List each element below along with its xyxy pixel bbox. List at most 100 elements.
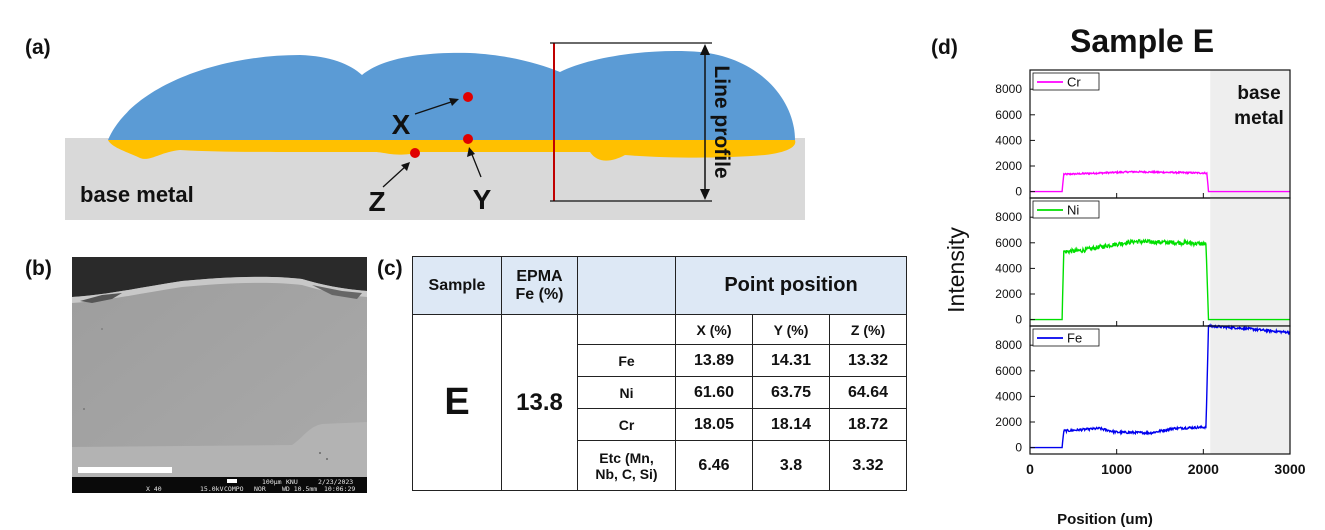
row-element-ni: Ni [577, 376, 676, 409]
panel-a-label: (a) [25, 36, 51, 59]
y-tick-label-ni: 4000 [995, 261, 1022, 275]
header-epma-line1: EPMA [516, 267, 563, 285]
sem-voltage-text: 15.0kV [200, 485, 224, 493]
cell-cr-z: 18.72 [829, 408, 907, 441]
sem-info-bar: 100μm KNU 2/23/2023 X 40 15.0kV COMPO NO… [72, 477, 367, 493]
y-tick-label-ni: 0 [1015, 313, 1022, 327]
subheader-z: Z (%) [829, 314, 907, 345]
panel-d-label: (d) [931, 36, 958, 59]
y-tick-label-fe: 2000 [995, 415, 1022, 429]
cladding-layer [108, 51, 795, 140]
panel-c-label: (c) [377, 257, 403, 280]
arrow-y-head [467, 147, 475, 157]
x-tick-label: 1000 [1101, 461, 1132, 477]
y-tick-label-fe: 6000 [995, 364, 1022, 378]
header-epma: EPMA Fe (%) [501, 256, 578, 315]
row-element-etc: Etc (Mn, Nb, C, Si) [577, 440, 676, 491]
y-tick-label-fe: 4000 [995, 389, 1022, 403]
subheader-y: Y (%) [752, 314, 830, 345]
header-sample: Sample [412, 256, 502, 315]
row-element-cr: Cr [577, 408, 676, 441]
y-tick-label-ni: 6000 [995, 236, 1022, 250]
y-tick-label-cr: 0 [1015, 185, 1022, 199]
row-element-etc-line1: Etc (Mn, [599, 449, 654, 466]
cell-etc-z: 3.32 [829, 440, 907, 491]
x-tick-label: 2000 [1188, 461, 1219, 477]
panel-frame-fe [1029, 325, 1291, 455]
series-line-cr [1030, 169, 1290, 193]
legend-box-fe [1032, 328, 1100, 347]
profile-arrow-up [700, 44, 710, 55]
table-row: Ni 61.60 63.75 64.64 [413, 376, 907, 409]
x-tick-label: 3000 [1274, 461, 1305, 477]
sem-nor-text: NOR [254, 485, 266, 493]
cell-fe-z: 13.32 [829, 344, 907, 377]
epma-fe-value: 13.8 [501, 314, 578, 491]
cell-etc-y: 3.8 [752, 440, 830, 491]
y-tick-label-fe: 8000 [995, 338, 1022, 352]
x-tick-label: 0 [1026, 461, 1034, 477]
sem-wd-text: WD 10.5mm [282, 485, 318, 493]
subheader-x: X (%) [675, 314, 753, 345]
header-epma-line2: Fe (%) [515, 285, 564, 303]
cell-fe-x: 13.89 [675, 344, 753, 377]
base-metal-shade-fe [1210, 326, 1290, 454]
cell-ni-x: 61.60 [675, 376, 753, 409]
legend-label-ni: Ni [1067, 203, 1079, 218]
point-z-marker [410, 148, 420, 158]
y-tick-label-ni: 2000 [995, 287, 1022, 301]
base-metal-line1: base [1237, 83, 1280, 104]
sem-time-text: 10:06:29 [324, 485, 356, 493]
legend-label-fe: Fe [1067, 331, 1082, 346]
scale-bar [78, 467, 172, 473]
point-y-marker [463, 134, 473, 144]
line-profile-chart: Sample E Intensity Position (um) 0200040… [943, 23, 1306, 528]
arrow-y [470, 151, 482, 178]
cell-ni-z: 64.64 [829, 376, 907, 409]
point-x-marker [463, 92, 473, 102]
x-axis-label: Position (um) [1057, 511, 1153, 528]
y-tick-label-fe: 0 [1015, 441, 1022, 455]
sem-date-text: 2/23/2023 [318, 478, 354, 486]
arrow-x-head [449, 98, 459, 106]
y-tick-label-cr: 6000 [995, 108, 1022, 122]
arrow-x [414, 100, 455, 115]
sem-mode-text: COMPO [224, 485, 244, 493]
table-header-row: Sample EPMA Fe (%) Point position [412, 256, 907, 315]
line-profile-label: Line profile [710, 65, 733, 178]
cell-ni-y: 63.75 [752, 376, 830, 409]
sample-value: E [412, 314, 502, 491]
header-point-position: Point position [675, 256, 907, 315]
profile-arrow-down [700, 189, 710, 200]
subheader-empty [577, 314, 676, 345]
point-x-label: X [392, 109, 411, 140]
legend-box-ni [1032, 200, 1100, 219]
y-tick-label-cr: 4000 [995, 133, 1022, 147]
sem-org-text: KNU [286, 478, 298, 486]
legend-box-cr [1032, 72, 1100, 91]
cell-cr-y: 18.14 [752, 408, 830, 441]
y-axis-label: Intensity [943, 227, 969, 313]
arrow-z-head [401, 162, 410, 171]
arrow-z [382, 165, 407, 188]
y-tick-label-cr: 8000 [995, 82, 1022, 96]
row-element-fe: Fe [577, 344, 676, 377]
sem-micrograph: 100μm KNU 2/23/2023 X 40 15.0kV COMPO NO… [72, 257, 367, 493]
base-metal-shade-ni [1210, 198, 1290, 326]
header-element-empty [577, 256, 676, 315]
base-metal-line2: metal [1234, 108, 1284, 129]
sem-magnification-text: X 40 [146, 485, 162, 493]
row-element-etc-line2: Nb, C, Si) [595, 465, 658, 482]
table-row: Etc (Mn, Nb, C, Si) 6.46 3.8 3.32 [413, 440, 907, 491]
table-subheader-row: E 13.8 X (%) Y (%) Z (%) [412, 314, 907, 491]
sem-mini-scale [227, 479, 237, 483]
panel-b-label: (b) [25, 257, 52, 280]
interface-layer [108, 140, 796, 161]
series-line-fe [1030, 323, 1291, 449]
sem-scale-text: 100μm [262, 478, 282, 486]
cell-fe-y: 14.31 [752, 344, 830, 377]
epma-table: Sample EPMA Fe (%) Point position E 13.8… [412, 256, 907, 491]
base-metal-label: base metal [80, 182, 194, 207]
base-metal-shade-cr [1210, 70, 1290, 198]
micrograph-image [72, 257, 367, 493]
